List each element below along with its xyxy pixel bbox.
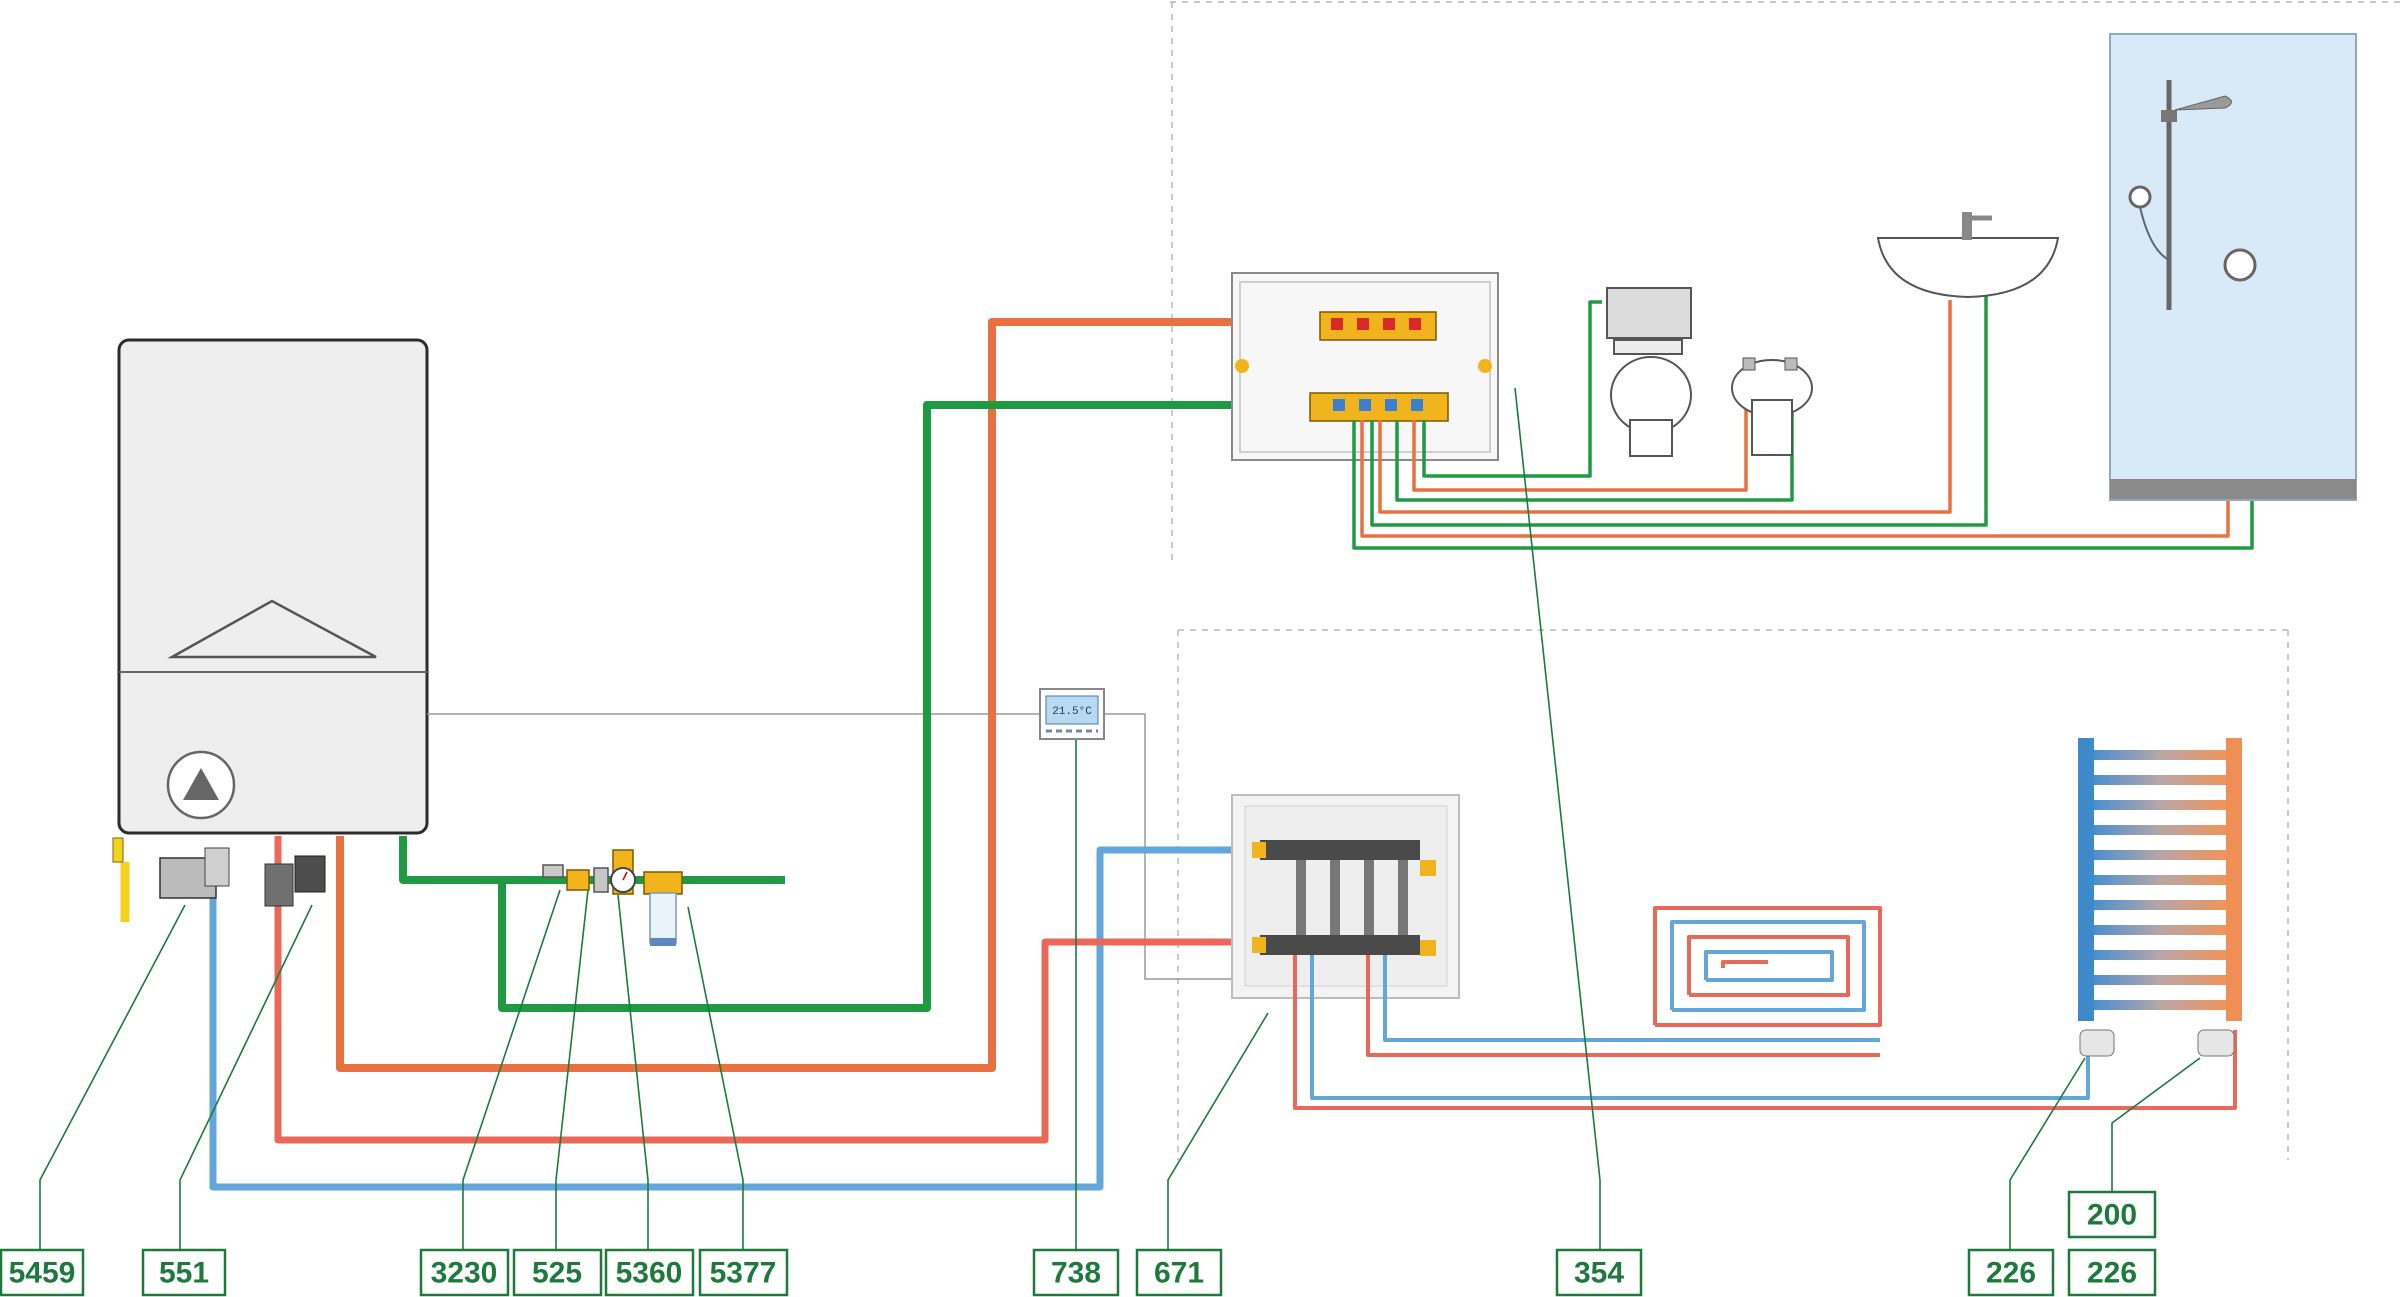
sanitary-manifold	[1231, 272, 1499, 461]
label-200-text: 200	[2087, 1199, 2137, 1232]
thermostat-icon: 21.5°C	[1039, 688, 1105, 740]
label-671-text: 671	[1154, 1257, 1204, 1290]
heating-pipes	[209, 318, 1305, 1191]
heating-distribution-pipes	[1293, 955, 2237, 1110]
label-738-text: 738	[1051, 1257, 1101, 1290]
heating-manifold	[1231, 794, 1460, 999]
label-354-text: 354	[1574, 1257, 1624, 1290]
boiler-body	[117, 338, 429, 835]
label-226-right-text: 226	[2087, 1257, 2137, 1290]
label-525-text: 525	[532, 1257, 582, 1290]
boiler	[117, 338, 429, 835]
label-354: 354	[1555, 1248, 1643, 1297]
label-226-right: 226	[2067, 1248, 2157, 1297]
shower-icon	[2109, 33, 2357, 501]
bidet-icon	[1731, 357, 1813, 456]
label-226-left-text: 226	[1986, 1257, 2036, 1290]
water-inlet-assembly	[542, 849, 683, 946]
label-3230-text: 3230	[431, 1257, 498, 1290]
label-3230: 3230	[419, 1248, 510, 1297]
washbasin-icon	[1876, 212, 2060, 299]
label-5360-text: 5360	[616, 1257, 683, 1290]
label-551: 551	[141, 1248, 227, 1297]
label-200: 200	[2067, 1190, 2157, 1239]
label-5377: 5377	[698, 1248, 789, 1297]
label-738: 738	[1032, 1248, 1120, 1297]
label-671: 671	[1135, 1248, 1223, 1297]
label-5360: 5360	[604, 1248, 695, 1297]
zone-borders	[1170, 1, 2400, 1160]
toilet-icon	[1606, 287, 1692, 457]
boiler-triangle-icon	[167, 599, 377, 659]
floor-heating-coil-icon	[1653, 906, 1882, 1027]
label-5459-text: 5459	[9, 1257, 76, 1290]
sanitary-distribution-pipes	[1352, 260, 2254, 550]
thermostat-display: 21.5°C	[1052, 706, 1092, 718]
leader-lines	[39, 387, 2201, 1250]
label-226-left: 226	[1967, 1248, 2055, 1297]
label-5459: 5459	[0, 1248, 85, 1297]
label-551-text: 551	[159, 1257, 209, 1290]
towel-radiator-icon	[2078, 738, 2242, 1057]
label-525: 525	[512, 1248, 603, 1297]
boiler-fittings	[112, 837, 326, 922]
label-5377-text: 5377	[710, 1257, 777, 1290]
